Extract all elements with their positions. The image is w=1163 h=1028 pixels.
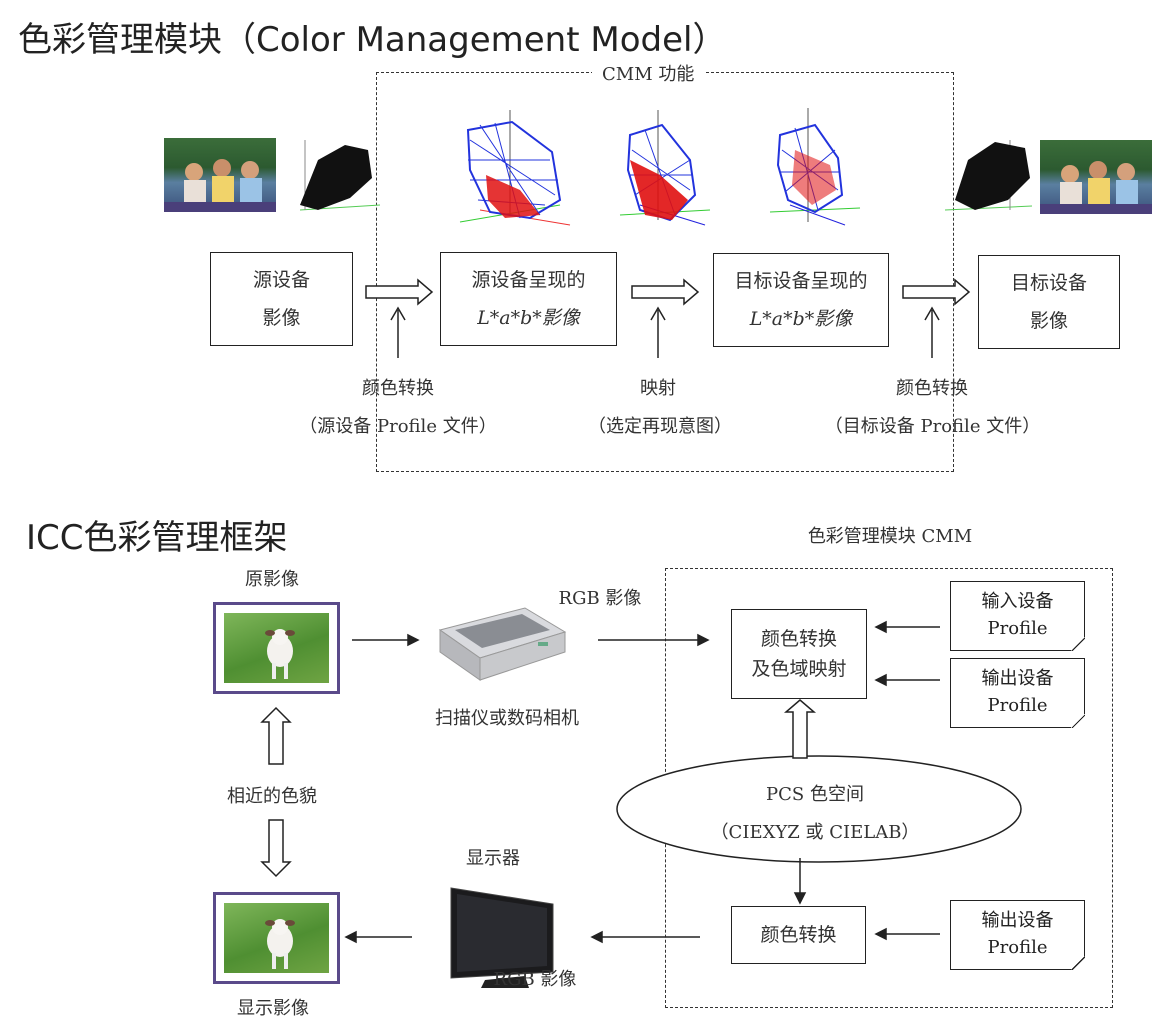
hollow-arrow-down-display: [260, 819, 292, 878]
gamut-plot-1: [459, 110, 571, 226]
output-device-profile-2: 输出设备 Profile: [950, 900, 1085, 970]
gamut-plot-3: [769, 108, 861, 226]
box-text: L*a*b*影像: [749, 308, 853, 330]
box-source-lab: 源设备呈现的 L*a*b*影像: [440, 252, 617, 346]
box-text: 源设备: [252, 269, 310, 291]
pcs-ellipse: [616, 755, 1022, 863]
similar-appearance-label: 相近的色貌: [227, 786, 317, 807]
target-photo: [1040, 140, 1152, 214]
icc-title: ICC色彩管理框架: [26, 518, 288, 558]
monitor-icon: [450, 887, 554, 988]
people-picnic-image: [164, 159, 276, 212]
display-image-label: 显示影像: [237, 998, 309, 1019]
box-text: 源设备呈现的: [471, 269, 586, 291]
page-fold-icon: [1071, 714, 1085, 728]
rgb-image-out-label: RGB 影像: [493, 969, 577, 990]
doc-text: Profile: [987, 618, 1048, 639]
hollow-arrow-up-pcs: [783, 699, 817, 759]
cow-image: [224, 613, 329, 683]
box-text: 颜色转换: [760, 924, 837, 946]
caption-mapping: 映射: [640, 378, 676, 399]
box-text: 颜色转换: [760, 628, 837, 650]
box-text: L*a*b*影像: [477, 307, 580, 329]
hollow-arrow-up-original: [260, 706, 292, 765]
gamut-plot-2: [619, 110, 711, 226]
box-source-image: 源设备 影像: [210, 252, 353, 346]
doc-text: 输出设备: [981, 668, 1054, 689]
caption-conversion-2: 颜色转换: [896, 378, 968, 399]
cow-icon: [265, 919, 295, 969]
cow-image: [224, 903, 329, 973]
box-text: 目标设备: [1010, 272, 1087, 294]
hollow-arrow-1: [365, 278, 434, 306]
hollow-arrow-3: [902, 278, 971, 306]
source-point-cloud: [299, 140, 381, 211]
display-image-frame: [213, 892, 340, 984]
box-target-lab: 目标设备呈现的 L*a*b*影像: [713, 253, 889, 347]
box-text: 影像: [1029, 310, 1068, 332]
box-target-image: 目标设备 影像: [978, 255, 1120, 349]
pcs-label: PCS 色空间: [766, 784, 864, 805]
pcs-spaces-label: （CIEXYZ 或 CIELAB）: [710, 822, 920, 843]
monitor-label: 显示器: [466, 848, 520, 869]
top-arrows: [365, 278, 971, 358]
caption-target-profile: （目标设备 Profile 文件）: [824, 416, 1041, 437]
page-fold-icon: [1071, 956, 1085, 970]
doc-text: Profile: [987, 695, 1048, 716]
scanner-icon: [438, 607, 567, 681]
box-text: 及色域映射: [751, 658, 847, 680]
output-device-profile-1: 输出设备 Profile: [950, 658, 1085, 728]
scanner-label: 扫描仪或数码相机: [435, 708, 579, 729]
cmm-function-label: CMM 功能: [592, 60, 705, 86]
doc-text: 输入设备: [981, 591, 1054, 612]
gamut-plots: [299, 108, 1033, 226]
original-image-label: 原影像: [245, 569, 299, 590]
caption-conversion-1: 颜色转换: [362, 378, 434, 399]
caption-rendering-intent: （选定再现意图）: [588, 416, 732, 437]
people-picnic-image: [1040, 161, 1152, 214]
box-text: 目标设备呈现的: [734, 270, 868, 292]
cmm-title: 色彩管理模块（Color Management Model）: [18, 20, 727, 60]
cow-icon: [265, 629, 295, 679]
cmm-module-label: 色彩管理模块 CMM: [807, 526, 973, 547]
doc-text: 输出设备: [981, 910, 1054, 931]
hollow-arrow-2: [631, 278, 700, 306]
source-photo: [164, 138, 276, 212]
page-fold-icon: [1071, 637, 1085, 651]
box-convert: 颜色转换: [731, 906, 866, 964]
original-image-frame: [213, 602, 340, 694]
rgb-image-in-label: RGB 影像: [558, 588, 642, 609]
caption-source-profile: （源设备 Profile 文件）: [299, 416, 497, 437]
doc-text: Profile: [987, 937, 1048, 958]
target-point-cloud: [944, 140, 1033, 211]
box-convert-map: 颜色转换 及色域映射: [731, 609, 867, 699]
box-text: 影像: [262, 307, 301, 329]
input-device-profile: 输入设备 Profile: [950, 581, 1085, 651]
